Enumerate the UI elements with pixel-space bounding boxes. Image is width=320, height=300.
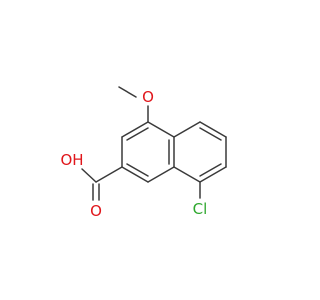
double-bond-c7-c8 xyxy=(199,163,222,177)
bond-c4-c4a xyxy=(147,121,175,138)
bond-c3-c4 xyxy=(121,121,149,138)
double-bond-c3-c4 xyxy=(126,127,149,141)
bond-c2-cooh xyxy=(95,166,123,183)
double-bond-c5-c6 xyxy=(199,127,222,141)
carbonyl-oxygen-label: O xyxy=(90,202,102,220)
bond-c7-c8 xyxy=(199,166,227,183)
structure-drawing: O OH O Cl xyxy=(60,86,227,220)
bond-c1-c2 xyxy=(121,166,149,183)
double-bond-c1-c2 xyxy=(126,163,149,177)
bond-c8-c8a xyxy=(173,166,201,183)
methoxy-oxygen-label: O xyxy=(142,88,154,106)
bond-methyl-o xyxy=(118,86,137,98)
bond-c8a-c1 xyxy=(147,166,175,183)
hydroxyl-label: OH xyxy=(60,151,83,169)
molecule-diagram: O OH O Cl xyxy=(60,86,227,220)
bond-c5-c6 xyxy=(199,121,227,138)
chlorine-label: Cl xyxy=(193,200,208,218)
bond-c-oh xyxy=(81,168,97,183)
bond-c4a-c5 xyxy=(173,121,201,138)
